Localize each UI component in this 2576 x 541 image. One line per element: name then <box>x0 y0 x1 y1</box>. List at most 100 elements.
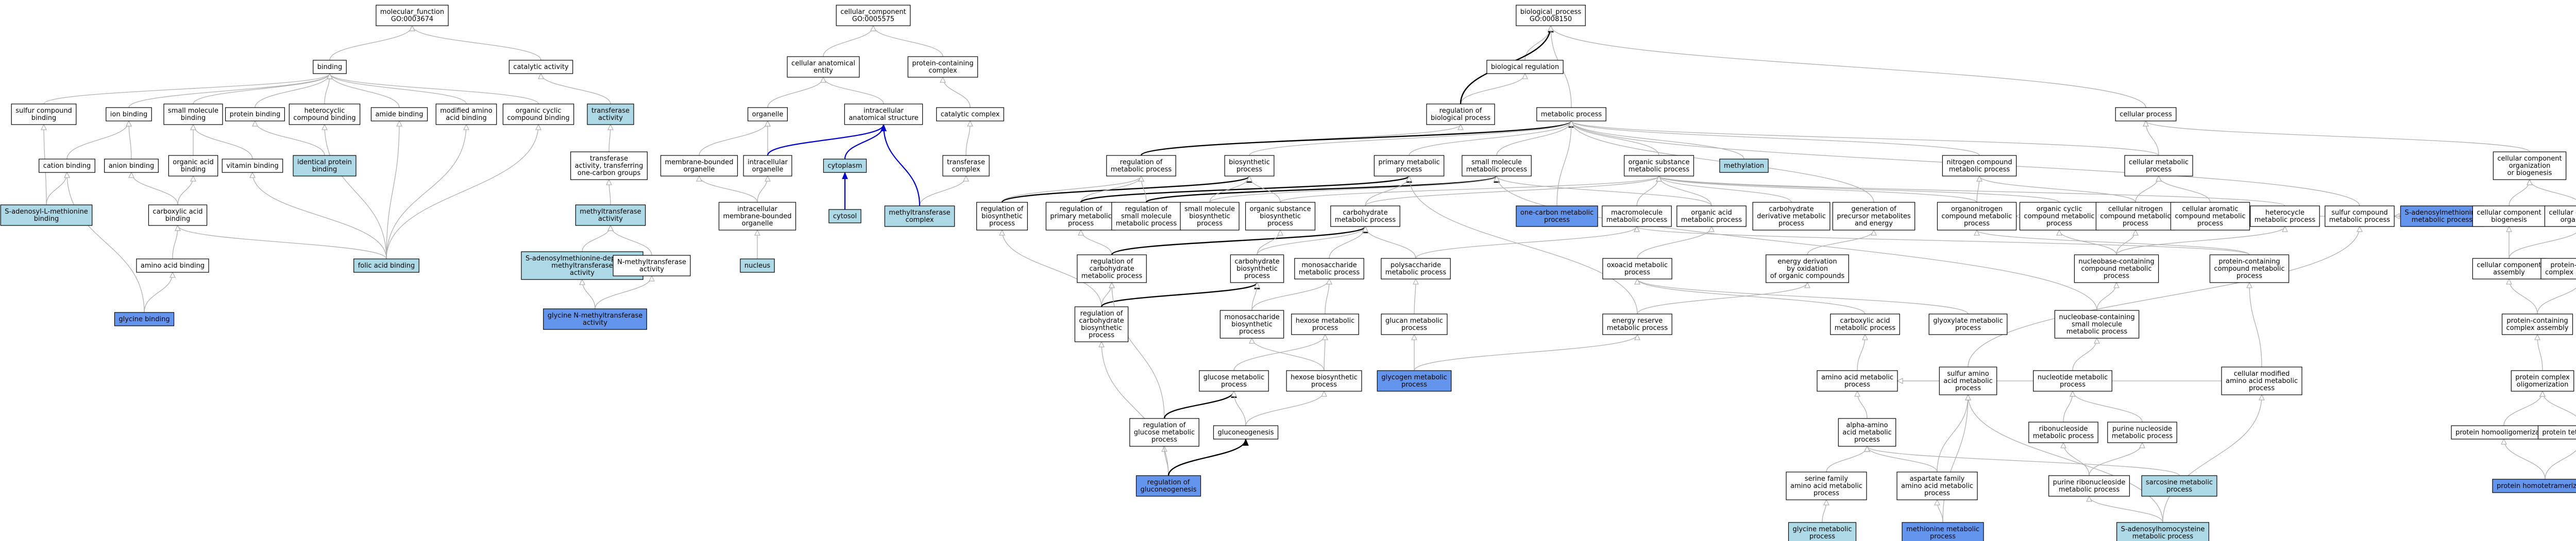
node-metproc[interactable]: metabolic process <box>1536 107 1606 121</box>
node-binding[interactable]: binding <box>313 60 347 74</box>
node-cationbind[interactable]: cation binding <box>39 159 95 173</box>
node-protHomoTetra[interactable]: protein homotetramerization <box>2492 479 2576 493</box>
node-cytoplasm[interactable]: cytoplasm <box>823 159 867 173</box>
node-catcomplex[interactable]: catalytic complex <box>936 107 1004 121</box>
node-nucleus[interactable]: nucleus <box>740 258 775 273</box>
node-cytosol[interactable]: cytosol <box>828 209 861 223</box>
node-methylation[interactable]: methylation <box>1719 159 1769 173</box>
node-amidebind[interactable]: amide binding <box>370 107 428 121</box>
node-ionbind[interactable]: ion binding <box>106 107 152 121</box>
node-gluconeo[interactable]: gluconeogenesis <box>1213 425 1279 440</box>
node-vitaminbind[interactable]: vitamin binding <box>222 159 283 173</box>
node-aabind[interactable]: amino acid binding <box>136 258 209 273</box>
node-anionbind[interactable]: anion binding <box>104 159 159 173</box>
node-folicbind[interactable]: folic acid binding <box>353 258 419 273</box>
node-biolreg[interactable]: biological regulation <box>1486 60 1564 74</box>
node-cellproc[interactable]: cellular process <box>2115 107 2177 121</box>
node-proteinbind[interactable]: protein binding <box>225 107 285 121</box>
node-protTetra[interactable]: protein tetramerization <box>2537 425 2576 440</box>
